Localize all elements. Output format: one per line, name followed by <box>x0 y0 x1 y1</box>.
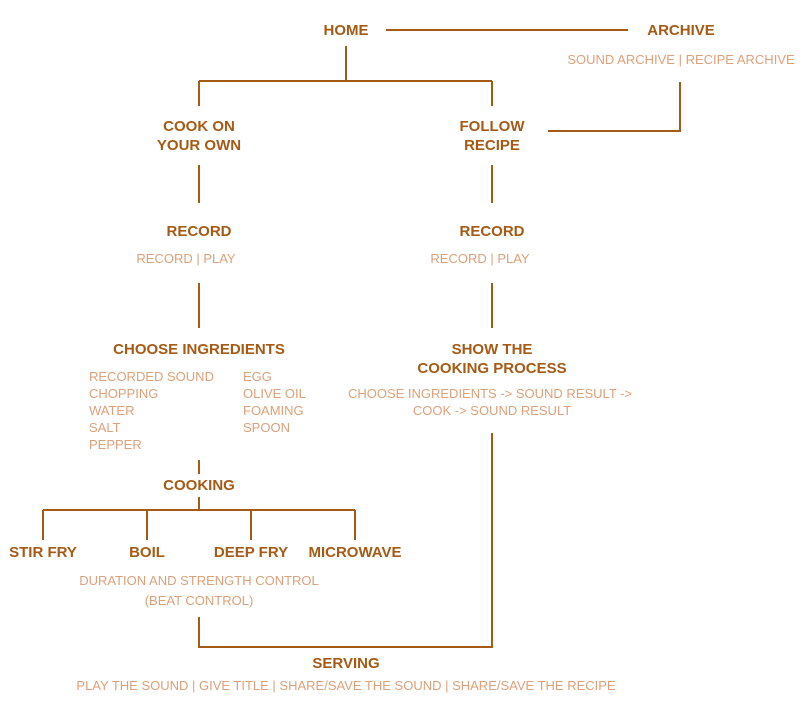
ingredient-item: WATER <box>89 403 135 418</box>
ingredient-item: EGG <box>243 369 272 384</box>
ingredient-item: SALT <box>89 420 121 435</box>
ingredient-item: RECORDED SOUND <box>89 369 214 384</box>
cooking-node: COOKING <box>163 477 235 494</box>
show-process-line1: SHOW THE <box>451 341 533 358</box>
boil-node: BOIL <box>129 544 165 561</box>
serving-subtitle: PLAY THE SOUND | GIVE TITLE | SHARE/SAVE… <box>76 678 616 693</box>
deep-fry-node: DEEP FRY <box>213 544 289 561</box>
archive-to-follow-connector <box>548 82 681 132</box>
ingredient-item: SPOON <box>243 420 290 435</box>
ingredient-item: FOAMING <box>243 403 304 418</box>
ingredients-list-1: RECORDED SOUND CHOPPING WATER SALT PEPPE… <box>89 368 214 453</box>
show-process-line2: COOKING PROCESS <box>417 360 567 377</box>
ingredient-item: PEPPER <box>89 437 142 452</box>
follow-recipe-node: FOLLOW RECIPE <box>460 117 525 155</box>
cook-own-line1: COOK ON <box>163 118 235 135</box>
record-subtitle-left: RECORD | PLAY <box>136 251 236 266</box>
ingredients-list-2: EGG OLIVE OIL FOAMING SPOON <box>243 368 306 436</box>
record-node-left: RECORD <box>166 223 232 240</box>
microwave-node: MICROWAVE <box>308 544 402 561</box>
record-node-right: RECORD <box>459 223 525 240</box>
show-process-node: SHOW THE COOKING PROCESS <box>417 340 566 378</box>
choose-ingredients-node: CHOOSE INGREDIENTS <box>113 341 285 358</box>
cooking-subtitle-line1: DURATION AND STRENGTH CONTROL <box>79 573 319 588</box>
archive-node: ARCHIVE <box>647 22 715 39</box>
stir-fry-node: STIR FRY <box>9 544 77 561</box>
follow-recipe-line2: RECIPE <box>464 137 520 154</box>
record-subtitle-right: RECORD | PLAY <box>430 251 530 266</box>
ingredient-item: OLIVE OIL <box>243 386 306 401</box>
ingredient-item: CHOPPING <box>89 386 159 401</box>
show-process-subtitle-line2: COOK -> SOUND RESULT <box>412 403 572 418</box>
cook-own-line2: YOUR OWN <box>156 137 242 154</box>
cooking-subtitle-line2: (BEAT CONTROL) <box>144 593 254 608</box>
cooking-to-serving-connector <box>198 433 493 648</box>
home-node: HOME <box>323 22 369 39</box>
serving-node: SERVING <box>312 655 380 672</box>
archive-subtitle: SOUND ARCHIVE | RECIPE ARCHIVE <box>567 52 795 67</box>
show-process-subtitle-line1: CHOOSE INGREDIENTS -> SOUND RESULT -> <box>347 386 633 401</box>
follow-recipe-line1: FOLLOW <box>459 118 525 135</box>
cook-own-node: COOK ON YOUR OWN <box>157 117 241 155</box>
